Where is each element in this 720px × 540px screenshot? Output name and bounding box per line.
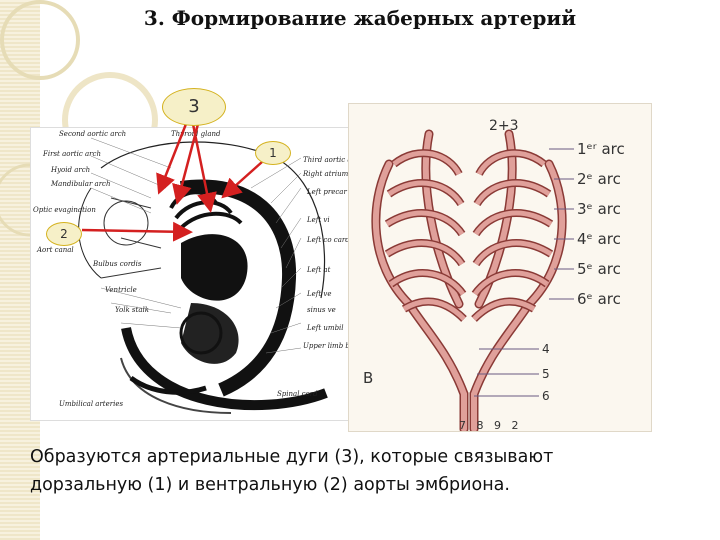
label-left-vitelline-vein: Left ve [307, 290, 332, 298]
label-aortic-sac: Aort canal [37, 246, 74, 254]
caption-text: Образуются артериальные дуги (3), которы… [30, 447, 554, 495]
callout-arteries-3: 3 [162, 88, 226, 126]
label-bottom-numbers: 7 8 9 2 [459, 419, 519, 432]
label-number-6: 6 [542, 389, 550, 403]
arc-label-4: 4ᵉ arc [577, 230, 621, 248]
label-spinal-cord: Spinal cord [277, 390, 318, 398]
label-bulbus-cordis: Bulbus cordis [93, 260, 142, 268]
label-top-arch-numbers: 2+3 [489, 118, 519, 134]
callout-ventral-aorta-2: 2 [46, 222, 82, 246]
label-umbilical-arteries: Umbilical arteries [59, 400, 124, 408]
arc-label-2: 2ᵉ arc [577, 170, 621, 188]
label-hyoid-arch: Hyoid arch [51, 166, 91, 174]
callout-dorsal-aorta-1: 1 [255, 141, 291, 165]
aortic-arches-diagram: 2+3 1ᵉʳ arc 2ᵉ arc 3ᵉ arc 4ᵉ arc 5ᵉ arc … [348, 103, 652, 434]
label-yolk-stalk: Yolk stalk [115, 306, 149, 314]
label-sinus-venosus: sinus ve [307, 306, 336, 314]
arches-drawing [371, 129, 574, 434]
label-second-aortic-arch: Second aortic arch [59, 130, 127, 138]
arc-label-3: 3ᵉ arc [577, 200, 621, 218]
arc-label-6: 6ᵉ arc [577, 290, 621, 308]
panel-letter-b: B [363, 369, 374, 387]
arc-label-1: 1ᵉʳ arc [577, 140, 625, 158]
slide-title: 3. Формирование жаберных артерий [143, 6, 577, 30]
label-ventricle: Ventricle [105, 286, 137, 294]
arc-label-5: 5ᵉ arc [577, 260, 621, 278]
label-number-5: 5 [542, 367, 550, 381]
label-left-common-cardinal: Left co cardin [307, 236, 357, 244]
label-left-precardinal: Left precar vein [307, 188, 364, 196]
label-left-atrium: Left at [307, 266, 331, 274]
label-upper-limb-bud: Upper limb b [303, 342, 350, 350]
label-left-vitelline: Left vi [307, 216, 330, 224]
label-mandibular-arch: Mandibular arch [51, 180, 111, 188]
label-optic-evagination: Optic evagination [33, 206, 96, 214]
label-number-4: 4 [542, 342, 550, 356]
label-left-umbilical: Left umbil [307, 324, 344, 332]
label-first-aortic-arch: First aortic arch [43, 150, 101, 158]
label-third-aortic-arch: Third aortic arc [303, 156, 359, 164]
label-right-atrium: Right atrium [303, 170, 349, 178]
label-thyroid-gland: Thyroid gland [171, 130, 221, 138]
embryo-diagram: Second aortic arch Thyroid gland First a… [30, 127, 364, 421]
